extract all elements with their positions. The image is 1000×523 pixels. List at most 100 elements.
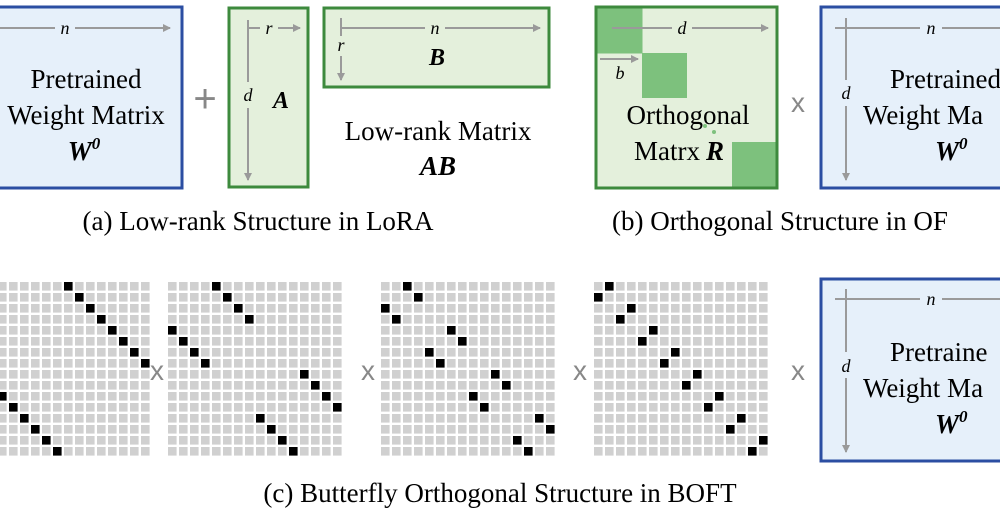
grid-cell (704, 381, 713, 390)
grid-cell (480, 315, 489, 324)
grid-cell (524, 326, 533, 335)
grid-cell (300, 304, 309, 313)
grid-cell (480, 381, 489, 390)
grid-cell (491, 436, 500, 445)
grid-cell (748, 436, 757, 445)
grid-cell (245, 370, 254, 379)
grid-cell (267, 326, 276, 335)
grid-cell (616, 348, 625, 357)
grid-cell (212, 293, 221, 302)
grid-cell (333, 359, 342, 368)
grid-cell (546, 447, 555, 456)
grid-cell (605, 348, 614, 357)
grid-cell (168, 293, 177, 302)
grid-cell (524, 436, 533, 445)
grid-cell (168, 282, 177, 291)
grid-cell (425, 403, 434, 412)
grid-cell (108, 348, 117, 357)
grid-cell (458, 293, 467, 302)
grid-cell (20, 370, 29, 379)
grid-cell (179, 282, 188, 291)
grid-cell-active (502, 381, 511, 390)
grid-cell (300, 293, 309, 302)
dim-d-label: d (842, 83, 852, 103)
grid-cell-active (9, 403, 18, 412)
grid-cell (715, 359, 724, 368)
grid-cell (524, 370, 533, 379)
grid-cell-active (392, 315, 401, 324)
grid-cell (190, 381, 199, 390)
dim-b-label: b (616, 63, 625, 83)
grid-cell (278, 370, 287, 379)
grid-cell (748, 359, 757, 368)
grid-cell (119, 304, 128, 313)
grid-cell (638, 436, 647, 445)
grid-cell (333, 304, 342, 313)
grid-cell (447, 359, 456, 368)
grid-cell (660, 447, 669, 456)
matrix-b-box: n r B (322, 6, 551, 89)
grid-cell (594, 403, 603, 412)
grid-cell (594, 447, 603, 456)
grid-cell-active (267, 425, 276, 434)
grid-cell (502, 436, 511, 445)
grid-cell (737, 282, 746, 291)
grid-cell (31, 326, 40, 335)
grid-cell (524, 414, 533, 423)
grid-cell (311, 370, 320, 379)
grid-cell (267, 315, 276, 324)
grid-cell (201, 337, 210, 346)
grid-cell (458, 315, 467, 324)
grid-cell (491, 282, 500, 291)
grid-cell (9, 315, 18, 324)
w0-line2: Weight Matrix (7, 100, 165, 130)
grid-cell (322, 315, 331, 324)
grid-cell (141, 348, 150, 357)
grid-cell (267, 359, 276, 368)
grid-cell (682, 326, 691, 335)
grid-cell-active (535, 414, 544, 423)
grid-cell (513, 282, 522, 291)
grid-cell (436, 381, 445, 390)
grid-cell (86, 436, 95, 445)
grid-cell (141, 337, 150, 346)
grid-cell (392, 392, 401, 401)
grid-cell (97, 348, 106, 357)
grid-cell (524, 304, 533, 313)
grid-cell (425, 304, 434, 313)
grid-cell (20, 293, 29, 302)
grid-cell (168, 370, 177, 379)
grid-cell (436, 392, 445, 401)
grid-cell (414, 304, 423, 313)
grid-cell (289, 425, 298, 434)
grid-cell (179, 403, 188, 412)
grid-cell (546, 293, 555, 302)
grid-cell (715, 447, 724, 456)
grid-cell (524, 282, 533, 291)
grid-cell (469, 414, 478, 423)
grid-cell (86, 337, 95, 346)
grid-cell (682, 304, 691, 313)
grid-cell (179, 359, 188, 368)
grid-cell (179, 436, 188, 445)
grid-cell (392, 403, 401, 412)
grid-cell (715, 370, 724, 379)
grid-cell (179, 425, 188, 434)
grid-cell (660, 304, 669, 313)
grid-cell (715, 282, 724, 291)
grid-cell (190, 436, 199, 445)
grid-cell (190, 315, 199, 324)
grid-cell-active (108, 326, 117, 335)
grid-cell-active (168, 326, 177, 335)
grid-cell (403, 293, 412, 302)
grid-cell (256, 293, 265, 302)
grid-cell (649, 392, 658, 401)
grid-cell (141, 282, 150, 291)
grid-cell (627, 381, 636, 390)
grid-cell (333, 392, 342, 401)
grid-cell (480, 414, 489, 423)
grid-cell (278, 447, 287, 456)
dim-n-label: n (927, 289, 936, 309)
w0-symbol: W0 (935, 407, 968, 439)
grid-cell (469, 326, 478, 335)
